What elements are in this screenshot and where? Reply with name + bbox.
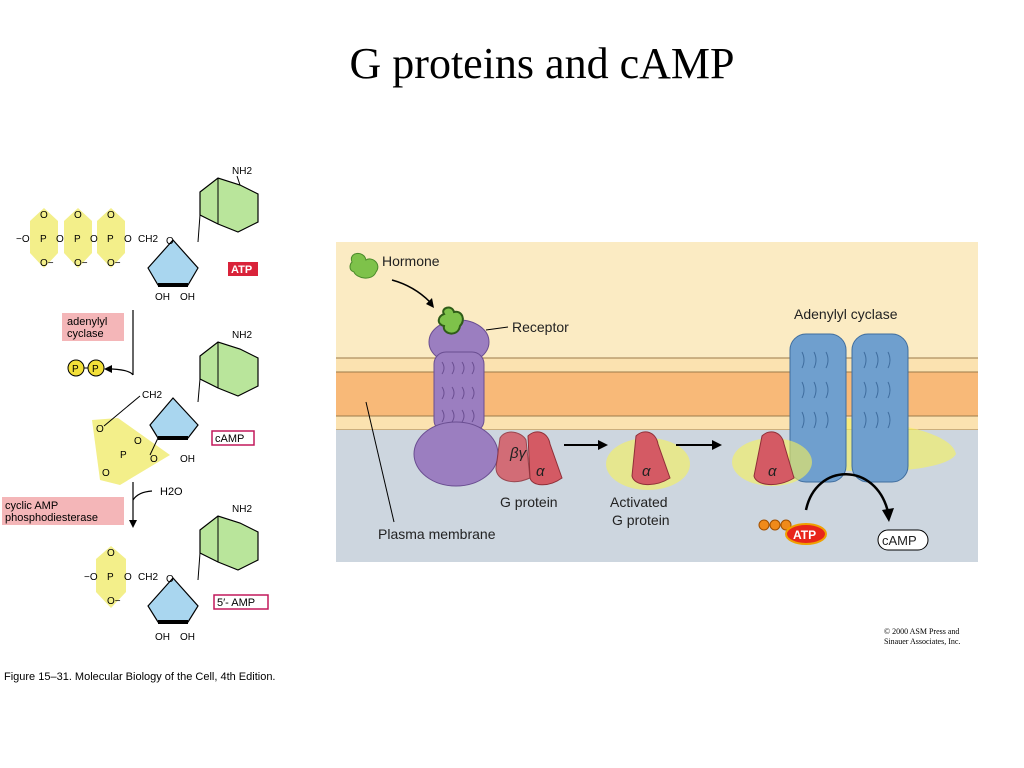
amp-ribose <box>147 577 199 623</box>
atom-label: O <box>166 236 174 247</box>
atom-label: O− <box>107 258 121 269</box>
atom-label: NH2 <box>232 330 252 341</box>
atom-label: O <box>134 436 142 447</box>
atom-label: O <box>74 210 82 221</box>
atom-label: −O <box>84 572 98 583</box>
atom-label: NH2 <box>232 166 252 177</box>
atom-label: P <box>107 234 114 245</box>
enzyme-label: cyclic AMP <box>5 500 58 512</box>
atom-label: CH2 <box>138 234 158 245</box>
receptor-label: Receptor <box>512 319 569 335</box>
atom-label: CH2 <box>142 390 162 401</box>
atp-adenine <box>199 177 259 233</box>
atom-label: OH <box>155 632 170 643</box>
amp-label: 5′- AMP <box>217 597 255 609</box>
beta-gamma-label: βγ <box>509 445 528 462</box>
adenylyl-cyclase-label-box <box>62 313 124 341</box>
atom-label: O <box>90 234 98 245</box>
alpha-label: α <box>536 463 545 480</box>
atom-label: O <box>124 572 132 583</box>
alpha-label: α <box>768 463 777 480</box>
camp-label-box <box>211 430 255 446</box>
water-label: H2O <box>160 486 183 498</box>
atom-label: O <box>107 210 115 221</box>
camp-label: cAMP <box>215 433 244 445</box>
g-protein-label: G protein <box>500 494 558 510</box>
atom-label: O− <box>40 258 54 269</box>
alpha-label: α <box>642 463 651 480</box>
plasma-membrane-label: Plasma membrane <box>378 526 496 542</box>
atom-label: O <box>96 424 104 435</box>
copyright-line: © 2000 ASM Press and <box>884 627 960 636</box>
atom-label: OH <box>180 454 195 465</box>
atom-label: O <box>40 210 48 221</box>
atom-label: CH2 <box>138 572 158 583</box>
hormone-icon <box>349 253 379 279</box>
atp-label-box <box>228 262 258 276</box>
figure-caption: Figure 15–31. Molecular Biology of the C… <box>4 671 276 683</box>
atom-label: P <box>74 234 81 245</box>
ppi-label: P <box>72 364 79 375</box>
atom-label: O <box>150 454 158 465</box>
enzyme-label: phosphodiesterase <box>5 512 98 524</box>
adenylyl-cyclase <box>784 333 956 483</box>
atom-label: O <box>107 548 115 559</box>
atom-label: O− <box>107 596 121 607</box>
camp-label: cAMP <box>882 533 917 548</box>
alpha-subunit-bound <box>753 431 795 485</box>
camp-adenine <box>199 341 259 397</box>
enzyme-label: adenylyl <box>67 316 107 328</box>
atp-phosphate-highlights <box>30 208 125 268</box>
atom-label: P <box>107 572 114 583</box>
atp-label: ATP <box>793 528 816 542</box>
enzyme-label: cyclase <box>67 328 104 340</box>
adenylyl-cyclase-label: Adenylyl cyclase <box>794 306 898 322</box>
copyright-line: Sinauer Associates, Inc. <box>884 637 961 646</box>
chemistry-panel: −O O P O− O O P O− O O P O− O CH2 O NH2 … <box>2 166 269 643</box>
g-protein <box>495 431 563 486</box>
atom-label: P <box>40 234 47 245</box>
activated-g-protein-label: G protein <box>612 512 670 528</box>
amp-phosphate-highlight <box>96 546 126 608</box>
activated-g-protein-label: Activated <box>610 494 668 510</box>
atom-label: O− <box>74 258 88 269</box>
signaling-panel: Hormone Receptor Adenylyl cyclase βγ α G… <box>336 242 978 562</box>
copyright-notice: © 2000 ASM Press and Sinauer Associates,… <box>884 627 994 647</box>
activated-g-protein <box>631 431 671 485</box>
atp-label: ATP <box>231 264 252 276</box>
hormone-label: Hormone <box>382 253 440 269</box>
atom-label: O <box>102 468 110 479</box>
camp-phosphate-highlight <box>92 418 170 485</box>
atom-label: O <box>166 574 174 585</box>
atom-label: OH <box>180 632 195 643</box>
atom-label: O <box>56 234 64 245</box>
amp-label-box <box>213 594 269 610</box>
atom-label: O <box>124 234 132 245</box>
camp-ribose <box>149 397 199 439</box>
camp-molecule <box>877 529 929 551</box>
atp-ribose <box>147 239 199 286</box>
atom-label: P <box>120 450 127 461</box>
phosphodiesterase-label-box <box>2 497 124 525</box>
atom-label: OH <box>180 292 195 303</box>
ppi-label: P <box>92 364 99 375</box>
amp-adenine <box>199 515 259 571</box>
atp-molecule <box>785 523 827 545</box>
atom-label: OH <box>155 292 170 303</box>
slide-title: G proteins and cAMP <box>349 39 735 88</box>
atom-label: NH2 <box>232 504 252 515</box>
atom-label: −O <box>16 234 30 245</box>
